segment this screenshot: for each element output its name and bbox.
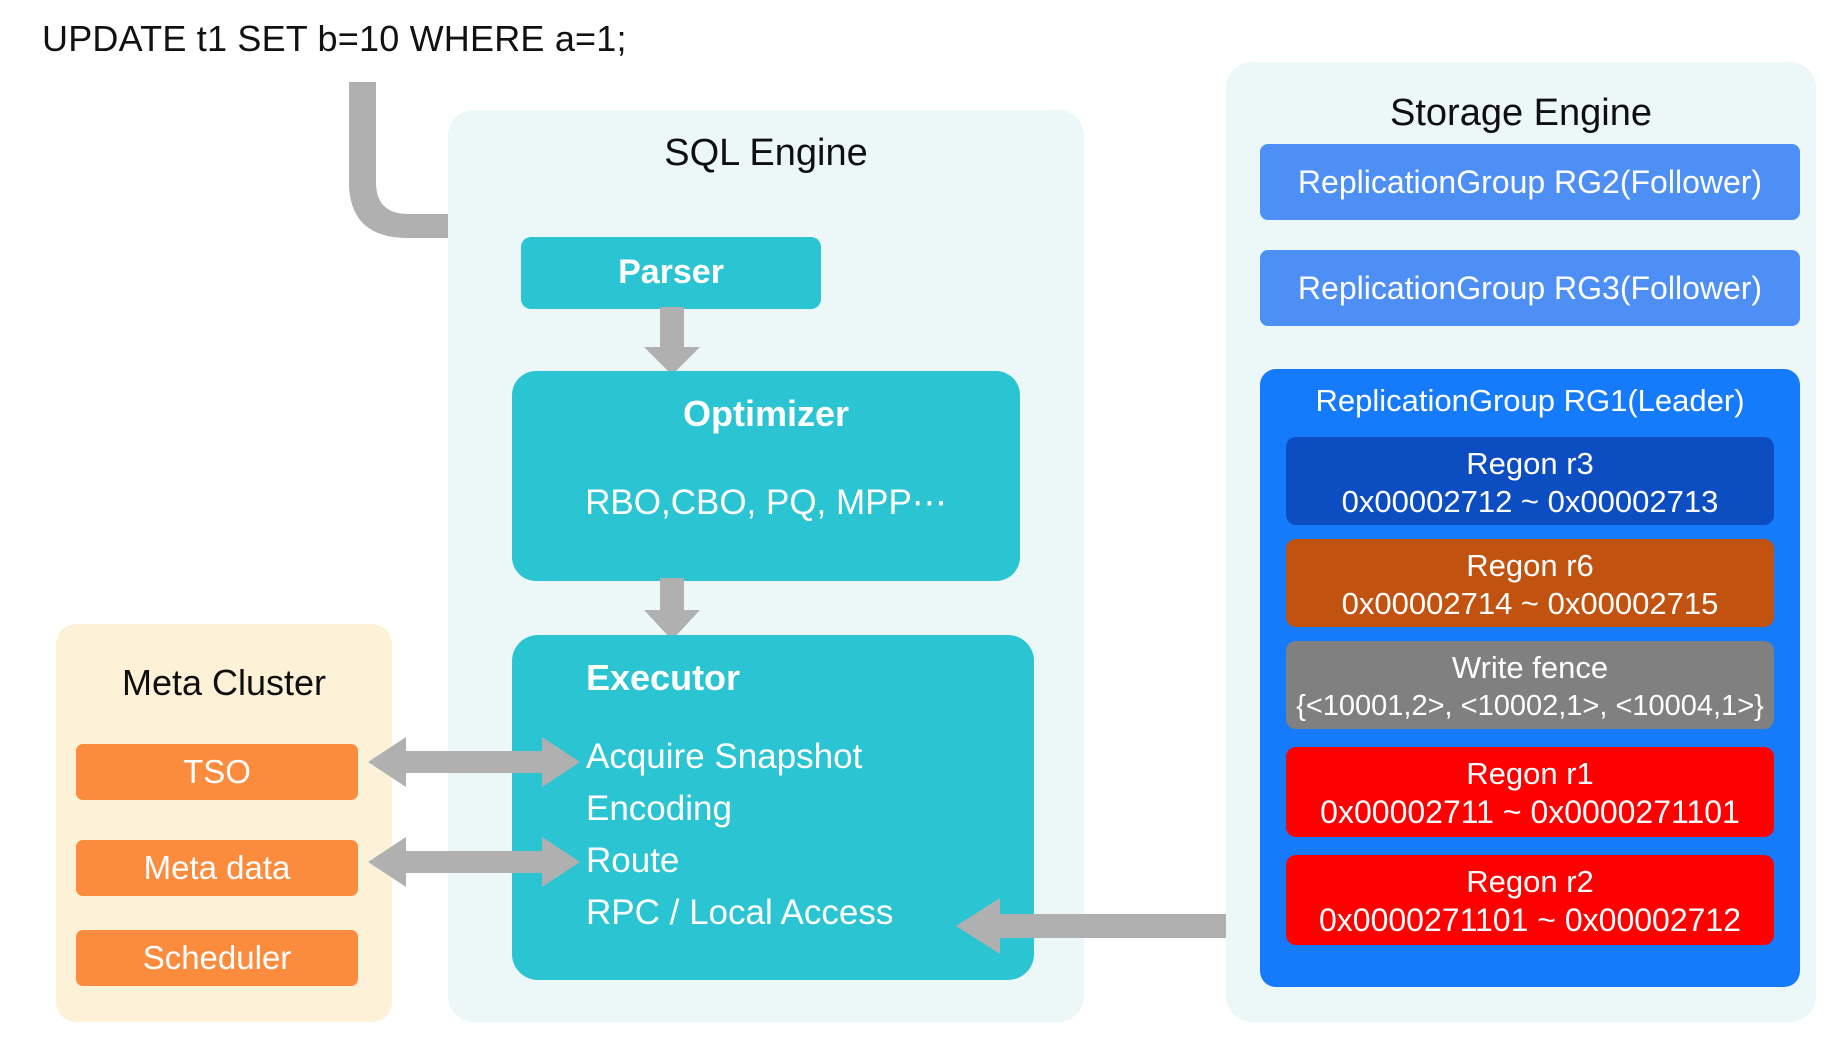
executor-step: Acquire Snapshot (586, 737, 863, 776)
executor-storage-arrow (956, 898, 1286, 954)
optimizer-box[interactable]: Optimizer RBO,CBO, PQ, MPP⋯ (512, 371, 1020, 581)
executor-step: Route (586, 841, 680, 880)
executor-step: RPC / Local Access (586, 893, 894, 932)
storage-engine-title: Storage Engine (1390, 92, 1652, 134)
replication-group-rg1[interactable]: ReplicationGroup RG1(Leader) Regon r3 0x… (1260, 369, 1800, 987)
optimizer-to-executor-arrow (644, 578, 700, 640)
meta-cluster-panel: Meta Cluster TSO Meta data Scheduler (56, 624, 392, 1022)
parser-box[interactable]: Parser (521, 237, 821, 309)
region-range: 0x0000271101 ~ 0x00002712 (1318, 902, 1742, 938)
executor-box[interactable]: Executor Acquire Snapshot Encoding Route… (512, 635, 1034, 980)
sql-statement-text: UPDATE t1 SET b=10 WHERE a=1; (42, 18, 627, 59)
meta-cluster-title: Meta Cluster (121, 662, 327, 703)
replication-group-rg1-label: ReplicationGroup RG1(Leader) (1315, 383, 1745, 418)
region-r2[interactable]: Regon r2 0x0000271101 ~ 0x00002712 (1286, 855, 1774, 945)
executor-title: Executor (586, 657, 741, 698)
region-r6[interactable]: Regon r6 0x00002714 ~ 0x00002715 (1286, 539, 1774, 627)
meta-cluster-item-tso[interactable]: TSO (76, 744, 358, 800)
storage-engine-panel: Storage Engine ReplicationGroup RG2(Foll… (1226, 62, 1816, 1022)
metadata-executor-arrow (368, 837, 580, 887)
region-range: 0x00002714 ~ 0x00002715 (1341, 586, 1719, 621)
write-fence-label: Write fence (1451, 650, 1609, 685)
tso-executor-arrow (368, 737, 580, 787)
region-name: Regon r1 (1466, 756, 1594, 791)
region-r3[interactable]: Regon r3 0x00002712 ~ 0x00002713 (1286, 437, 1774, 525)
executor-step-list: Acquire Snapshot Encoding Route RPC / Lo… (586, 731, 893, 939)
write-fence[interactable]: Write fence {<10001,2>, <10002,1>, <1000… (1286, 641, 1774, 729)
region-name: Regon r6 (1466, 548, 1594, 583)
write-fence-value: {<10001,2>, <10002,1>, <10004,1>} (1296, 690, 1764, 722)
optimizer-title: Optimizer (682, 393, 850, 434)
replication-group-rg2[interactable]: ReplicationGroup RG2(Follower) (1260, 144, 1800, 220)
region-name: Regon r3 (1466, 446, 1594, 481)
region-range: 0x00002711 ~ 0x0000271101 (1320, 794, 1740, 830)
sql-engine-title: SQL Engine (664, 132, 868, 174)
optimizer-subtitle: RBO,CBO, PQ, MPP⋯ (585, 483, 947, 522)
executor-step: Encoding (586, 789, 732, 828)
meta-cluster-item-scheduler[interactable]: Scheduler (76, 930, 358, 986)
meta-cluster-item-meta-data[interactable]: Meta data (76, 840, 358, 896)
region-range: 0x00002712 ~ 0x00002713 (1341, 484, 1719, 519)
parser-to-optimizer-arrow (644, 307, 700, 375)
parser-label: Parser (618, 253, 724, 291)
region-r1[interactable]: Regon r1 0x00002711 ~ 0x0000271101 (1286, 747, 1774, 837)
replication-group-rg3[interactable]: ReplicationGroup RG3(Follower) (1260, 250, 1800, 326)
region-name: Regon r2 (1466, 864, 1594, 899)
